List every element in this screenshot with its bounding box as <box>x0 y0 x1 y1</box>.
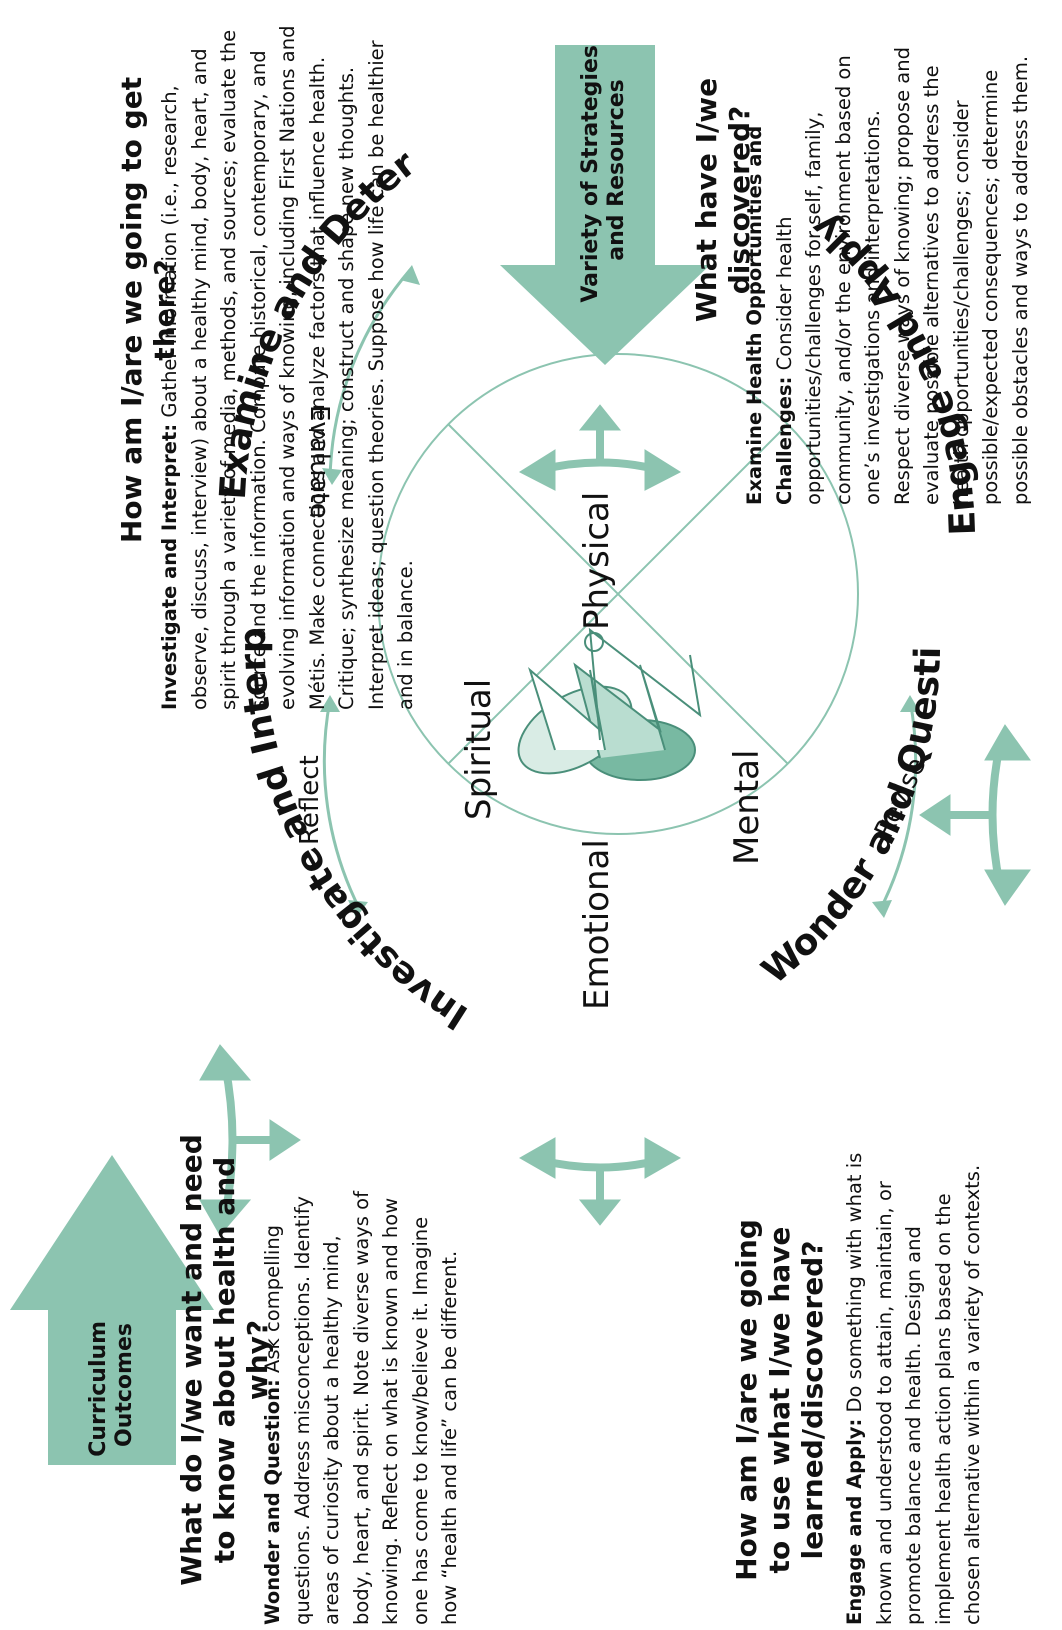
quadrant-spiritual: Spiritual <box>459 679 499 820</box>
description-investigate-lead: Investigate and Interpret: <box>158 423 181 710</box>
description-engage: Engage and Apply: Do something with what… <box>840 1145 988 1625</box>
description-examine-text: Consider health opportunities/challenges… <box>772 47 1032 505</box>
strategies-label: Variety of Strategies and Resources <box>578 37 629 302</box>
description-investigate: Investigate and Interpret: Gather inform… <box>155 20 421 710</box>
connector-bottom-left <box>518 1137 682 1226</box>
description-wonder: Wonder and Question: Ask compelling ques… <box>258 1185 465 1625</box>
strategies-line1: Variety of Strategies <box>578 45 603 303</box>
connector-top-right <box>518 404 682 491</box>
description-engage-lead: Engage and Apply: <box>843 1418 866 1625</box>
description-wonder-lead: Wonder and Question: <box>261 1379 284 1625</box>
question-engage: How am I/are we going to use what I/we h… <box>730 1219 829 1581</box>
curriculum-outcomes-arrow-shape <box>10 1155 214 1465</box>
evaluate-arrowhead-right <box>400 265 420 285</box>
curriculum-outcomes-label: Curriculum Outcomes <box>86 1313 137 1457</box>
connector-top-left <box>199 1044 301 1236</box>
description-wonder-text: Ask compelling questions. Address miscon… <box>261 1191 461 1625</box>
reflect-arrowhead-right <box>320 695 340 712</box>
wellness-circle <box>377 353 859 835</box>
strategies-arrow <box>500 45 710 365</box>
quadrant-physical: Physical <box>577 492 617 630</box>
evaluate-arc <box>328 269 412 481</box>
cycle-label-evaluate: Evaluate <box>304 405 334 519</box>
curriculum-line1: Curriculum <box>86 1321 111 1457</box>
evaluate-arrowhead-left <box>322 468 342 485</box>
quadrant-mental: Mental <box>727 750 767 865</box>
revise-arrowhead-right <box>900 695 920 712</box>
curriculum-line2: Outcomes <box>112 1323 137 1447</box>
description-examine: Examine Health Opportunities and Challen… <box>740 35 1035 505</box>
connector-bottom-right <box>919 724 1031 906</box>
revise-arrowhead-left <box>872 900 892 918</box>
circle-divider-2 <box>447 423 789 765</box>
strategies-line2: and Resources <box>604 79 629 261</box>
cycle-label-reflect: Reflect <box>295 755 325 845</box>
figure-icon <box>517 627 702 781</box>
revise-arc <box>878 699 918 911</box>
reflect-arrowhead-left <box>348 900 368 918</box>
reflect-arc <box>322 699 362 911</box>
quadrant-emotional: Emotional <box>577 839 617 1010</box>
description-investigate-text: Gather information (i.e., research, obse… <box>158 25 417 710</box>
